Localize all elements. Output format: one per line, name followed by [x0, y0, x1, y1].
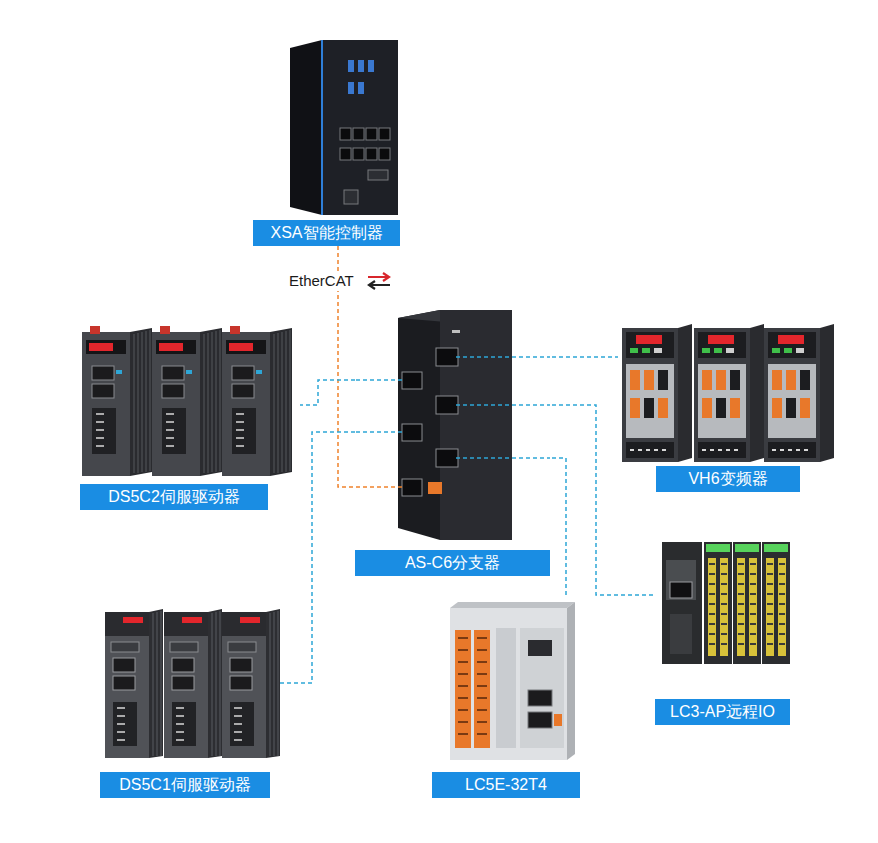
servo-drive-unit — [152, 326, 222, 476]
splitter-illustration-part — [355, 357, 550, 458]
controller-illustration-part — [358, 60, 364, 72]
controller-illustration-part — [340, 128, 351, 140]
device-node: DS5C2伺服驱动器 — [78, 322, 300, 510]
controller-illustration-part — [348, 60, 354, 72]
inverter-unit — [764, 324, 834, 462]
controller-illustration-part — [290, 40, 322, 215]
splitter-illustration-part — [402, 424, 422, 441]
plc-illustration-part — [450, 608, 567, 760]
device-node: DS5C1伺服驱动器 — [100, 603, 280, 798]
device-label: DS5C2伺服驱动器 — [80, 484, 268, 510]
controller-illustration-part — [353, 128, 364, 140]
servo-drive-unit — [82, 326, 152, 476]
device-label: AS-C6分支器 — [355, 550, 550, 576]
splitter-illustration-part — [436, 449, 458, 467]
servo-drive-unit — [164, 609, 222, 758]
controller-illustration-part — [366, 128, 377, 140]
plc-illustration-part — [450, 602, 575, 608]
controller-illustration-part — [368, 170, 388, 180]
remote-io-illustration-part — [662, 542, 702, 664]
inverter-unit — [622, 324, 692, 462]
plc-illustration-part — [520, 628, 564, 748]
plc-illustration-part — [528, 640, 552, 656]
controller-illustration-part — [348, 82, 354, 94]
plc-illustration-part — [554, 714, 562, 726]
ethercat-connector — [552, 405, 655, 595]
plc-illustration-part — [458, 638, 487, 734]
controller-illustration-part — [340, 148, 351, 160]
remote-io-illustration — [662, 542, 790, 664]
servo-drive-unit — [105, 609, 163, 758]
splitter-illustration-part — [452, 330, 460, 333]
controller-illustration-part — [379, 128, 390, 140]
device-label: LC3-AP远程IO — [655, 699, 790, 725]
splitter-illustration — [355, 310, 550, 540]
plc-illustration — [450, 602, 575, 760]
controller-illustration-part — [322, 40, 398, 215]
inverter-unit — [694, 324, 764, 462]
plc-illustration-part — [474, 630, 490, 748]
plc-illustration-part — [455, 630, 471, 748]
protocol-label: EtherCAT — [286, 271, 357, 291]
splitter-illustration-part — [355, 486, 402, 488]
controller-illustration — [290, 40, 398, 215]
remote-io-illustration-part — [670, 614, 692, 654]
plc-illustration-part — [528, 712, 552, 728]
controller-illustration-part — [368, 60, 374, 72]
controller-illustration-part — [366, 148, 377, 160]
ethercat-logo-arrows — [368, 273, 390, 289]
ethercat-logo-arrows-part — [368, 273, 389, 281]
device-node: AS-C6分支器 — [355, 305, 552, 576]
device-label: LC5E-32T4 — [432, 772, 580, 798]
ethercat-logo-arrows-part — [369, 281, 390, 289]
plc-illustration-part — [496, 628, 516, 748]
device-node: LC3-AP远程IO — [655, 538, 795, 725]
remote-io-illustration-part — [670, 582, 692, 598]
plc-illustration-part — [528, 690, 552, 706]
controller-illustration-part — [379, 148, 390, 160]
controller-illustration-part — [358, 82, 364, 94]
splitter-illustration-part — [428, 482, 442, 494]
device-node: XSA智能控制器 — [253, 38, 402, 246]
ethercat-connector — [552, 458, 566, 598]
io-module-unit — [733, 542, 761, 664]
ethercat-connector — [280, 432, 355, 683]
device-node: LC5E-32T4 — [432, 598, 582, 798]
splitter-illustration-part — [398, 310, 440, 540]
controller-illustration-part — [344, 190, 358, 204]
servo-drive-unit — [222, 326, 292, 476]
servo-drive-group — [82, 326, 292, 758]
io-module-unit — [704, 542, 732, 664]
splitter-illustration-part — [436, 396, 458, 414]
splitter-illustration-part — [436, 348, 458, 366]
device-label: DS5C1伺服驱动器 — [100, 772, 270, 798]
plc-illustration-part — [567, 602, 575, 760]
splitter-illustration-part — [440, 310, 512, 540]
io-module-unit — [762, 542, 790, 664]
controller-illustration-part — [353, 148, 364, 160]
device-label: XSA智能控制器 — [253, 220, 400, 246]
splitter-illustration-part — [402, 479, 422, 496]
device-label: VH6变频器 — [656, 466, 800, 492]
inverter-group — [622, 324, 834, 462]
controller-illustration-part — [321, 40, 323, 215]
splitter-illustration-part — [402, 372, 422, 389]
remote-io-illustration-part — [666, 560, 696, 600]
ethercat-connector — [552, 356, 618, 358]
device-node: VH6变频器 — [618, 320, 834, 492]
ethercat-connector — [300, 380, 355, 405]
servo-drive-unit — [222, 609, 280, 758]
